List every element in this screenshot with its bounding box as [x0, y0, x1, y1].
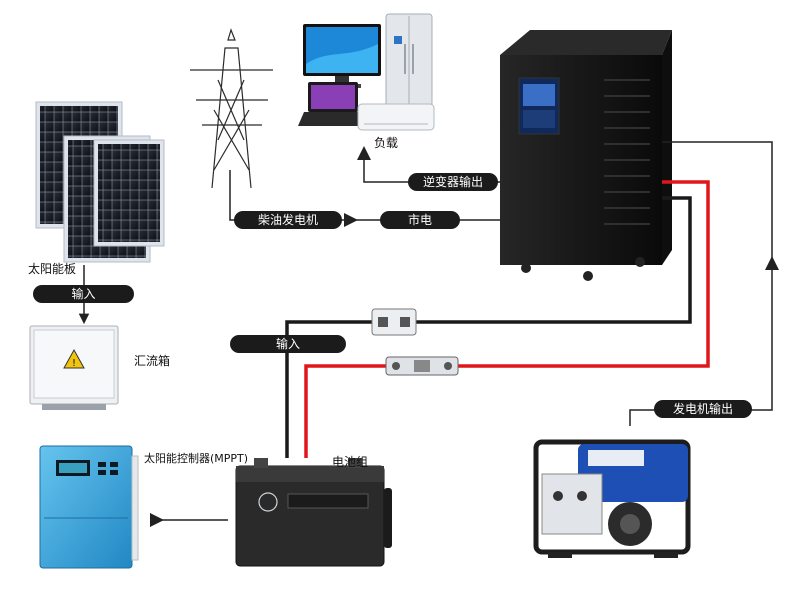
combiner-box-label: 汇流箱 — [134, 354, 171, 368]
laptop — [298, 82, 364, 126]
arrow-up-icon — [357, 146, 371, 160]
svg-text:!: ! — [72, 358, 76, 369]
refrigerator — [385, 13, 433, 107]
arrow-right-icon — [150, 513, 164, 527]
arrow-right-icon-grid — [344, 213, 358, 227]
input-pill-top: 输入 — [33, 285, 134, 303]
positive-wire — [304, 180, 710, 458]
input-pill-mid: 输入 — [230, 335, 346, 353]
transmission-tower — [190, 28, 273, 189]
fuse-holder — [385, 356, 459, 376]
breaker-switch — [371, 308, 417, 336]
inverter-cabinet — [500, 30, 672, 281]
solar-panel-array — [35, 101, 165, 263]
load-appliances — [298, 13, 435, 131]
warning-icon — [63, 348, 85, 369]
monitor — [303, 24, 381, 88]
combiner-box: ! — [29, 325, 119, 410]
negative-wire — [285, 196, 692, 458]
flow-line-generator-to-inverter — [629, 141, 773, 426]
generator-output-pill: 发电机输出 — [654, 400, 752, 418]
diesel-generator-pill: 柴油发电机 — [234, 211, 342, 229]
controller-label: 太阳能控制器(MPPT) — [144, 452, 249, 465]
air-conditioner — [357, 103, 435, 131]
charge-controller — [39, 445, 139, 569]
battery-bank — [235, 458, 392, 567]
load-label: 负载 — [374, 136, 399, 150]
portable-generator — [533, 439, 691, 558]
inverter-output-pill: 逆变器输出 — [408, 173, 498, 191]
solar-panel-label: 太阳能板 — [28, 262, 77, 276]
arrow-up-icon-generator — [765, 256, 779, 270]
battery-bank-label: 电池组 — [332, 455, 369, 469]
grid-power-pill: 市电 — [380, 211, 460, 229]
solar-panel — [93, 139, 165, 247]
